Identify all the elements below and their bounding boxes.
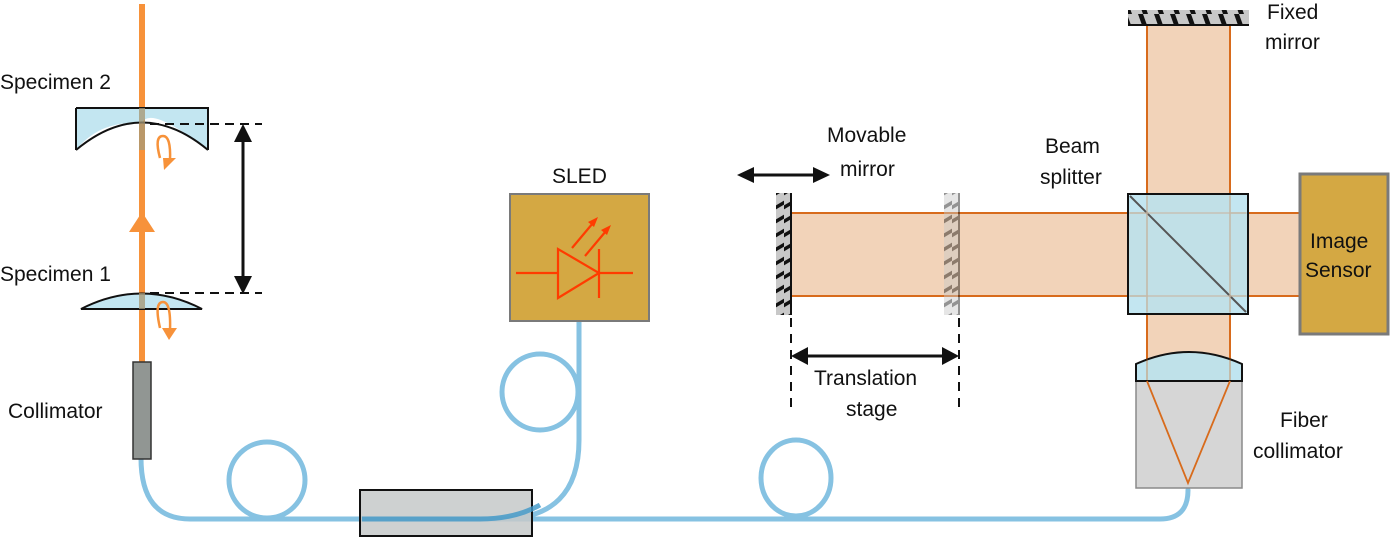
- label-fiber-collimator-1: Fiber: [1280, 409, 1328, 432]
- label-translation-stage-2: stage: [846, 398, 897, 421]
- sled-source: [509, 193, 650, 322]
- mirror-motion-arrow: [737, 167, 830, 183]
- led-light-arrow: [588, 217, 598, 227]
- label-fixed-mirror-2: mirror: [1265, 31, 1320, 54]
- probe-beam-arrow: [129, 212, 155, 232]
- fiber-in-coupler: [362, 502, 542, 522]
- image-sensor: [1298, 172, 1390, 336]
- label-translation-stage-1: Translation: [814, 367, 917, 390]
- label-beam-splitter-1: Beam: [1045, 135, 1100, 158]
- fiber-collimator: [1135, 351, 1243, 489]
- fiber-loop-2: [499, 351, 581, 433]
- label-sled: SLED: [552, 165, 607, 188]
- translation-range-arrow: [791, 347, 959, 365]
- label-specimen-2: Specimen 2: [0, 71, 111, 94]
- label-movable-mirror-2: mirror: [840, 158, 895, 181]
- collimator: [132, 361, 152, 460]
- fiber-collimator-lead: [138, 455, 1191, 522]
- fiber-loop-1: [226, 439, 308, 521]
- rotation-arrow-specimen-1: [156, 300, 172, 331]
- label-image-sensor-1: Image: [1310, 230, 1368, 253]
- label-fixed-mirror-1: Fixed: [1267, 1, 1318, 24]
- beam-splitter: [1127, 193, 1249, 315]
- led-diode-icon: [516, 222, 633, 300]
- label-specimen-1: Specimen 1: [0, 263, 111, 286]
- label-fiber-collimator-2: collimator: [1253, 440, 1343, 463]
- fiber-network: [138, 317, 1191, 522]
- movable-mirror: [776, 193, 791, 315]
- label-beam-splitter-2: splitter: [1040, 166, 1102, 189]
- label-movable-mirror-1: Movable: [827, 124, 906, 147]
- specimen-distance-arrow: [234, 124, 252, 294]
- specimen-2-lens: [76, 108, 208, 150]
- fiber-loop-3: [758, 437, 834, 519]
- label-collimator: Collimator: [8, 400, 103, 423]
- fixed-mirror: [1128, 10, 1249, 25]
- rotation-arrow-specimen-2: [156, 134, 172, 161]
- movable-mirror-ghost: [944, 193, 960, 315]
- label-image-sensor-2: Sensor: [1305, 259, 1372, 282]
- probe-beam: [139, 4, 145, 364]
- fiber-coupler: [359, 489, 533, 537]
